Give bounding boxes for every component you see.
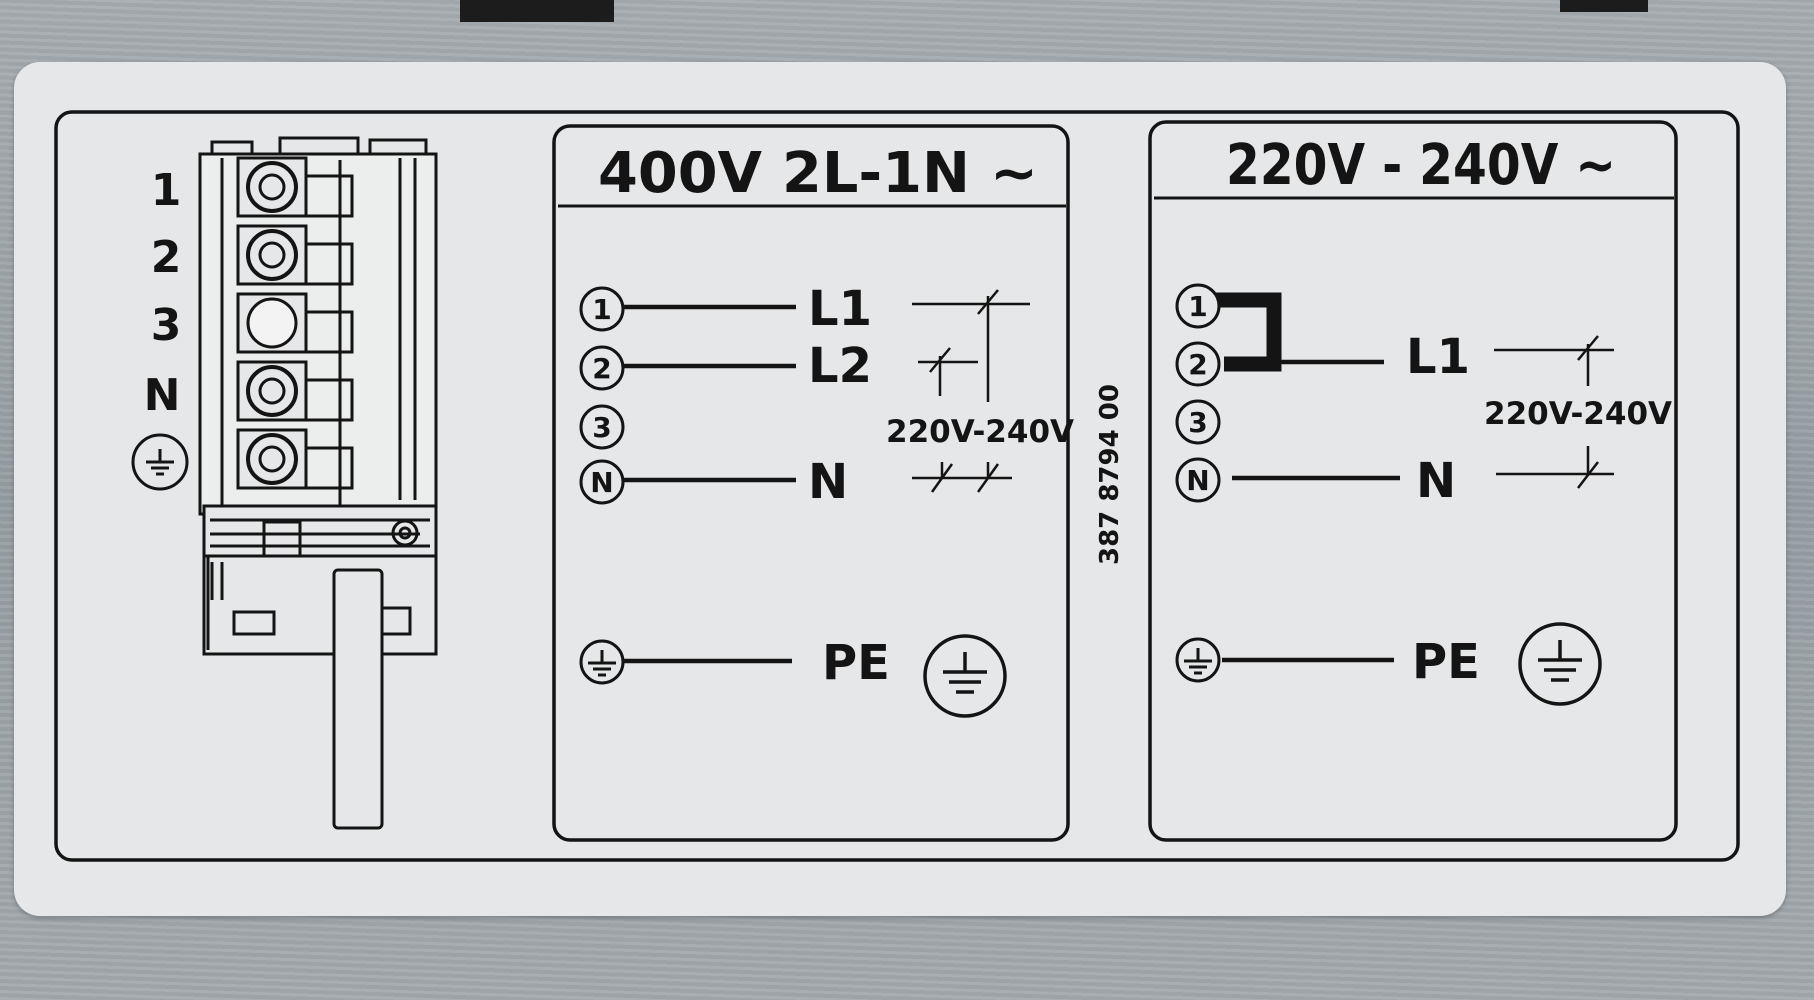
terminal-circle-3: 3 [579,404,625,450]
wire-label-pe: PE [822,635,890,691]
empty-terminal [236,292,354,354]
svg-text:1: 1 [592,293,611,326]
ground-icon [131,433,189,491]
wire-label-l1: L1 [1406,329,1470,385]
screw-terminal-icon [236,156,354,218]
top-tab-right [1560,0,1648,12]
svg-text:3: 3 [592,411,611,444]
wire-label-pe: PE [1412,634,1480,690]
ground-icon [923,634,1007,718]
svg-text:2: 2 [1188,348,1207,381]
panel-230v: 220V - 240V ~ 1 2 3 N L1 N PE [1148,120,1678,842]
screw-terminal-icon [236,428,354,490]
voltage-label: 220V-240V [886,414,1074,450]
outer-frame [54,110,1740,862]
terminal-circle-1: 1 [1175,283,1221,329]
terminal-circle-2: 2 [1175,341,1221,387]
bridge-jumper [1200,292,1282,372]
wire-label-l1: L1 [808,281,872,337]
terminal-label-3: 3 [151,300,182,351]
wire-label-n: N [1416,453,1456,509]
part-number: 387 8794 00 [1095,384,1125,565]
svg-text:1: 1 [1188,290,1207,323]
terminal-label-1: 1 [151,165,182,216]
voltage-dimension-lines [912,289,1030,493]
panel-400v: 400V 2L-1N ~ 1 2 3 N L1 L2 N [552,124,1074,842]
svg-text:N: N [590,466,613,499]
ground-icon [1518,622,1602,706]
wire-label-n: N [808,454,848,510]
ground-icon [579,639,625,685]
terminal-circle-1: 1 [579,286,625,332]
panel-400v-header: 400V 2L-1N ~ [598,141,1038,206]
terminal-label-n: N [144,370,181,421]
voltage-dimension-lines [1494,335,1614,489]
screw-terminal-icon [236,224,354,286]
screw-terminal-icon [236,360,354,422]
panel-230v-header: 220V - 240V ~ [1226,133,1616,198]
ground-icon [1175,637,1221,683]
terminal-label-2: 2 [151,232,182,283]
wire-label-l2: L2 [808,338,872,394]
terminal-block: 1 2 3 N [131,136,438,830]
svg-text:N: N [1186,464,1209,497]
voltage-label: 220V-240V [1484,396,1672,432]
svg-text:3: 3 [1188,406,1207,439]
terminal-circle-3: 3 [1175,399,1221,445]
terminal-circle-n: N [579,459,625,505]
terminal-circle-n: N [1175,457,1221,503]
svg-text:2: 2 [592,352,611,385]
terminal-housing [198,136,438,830]
terminal-circle-2: 2 [579,345,625,391]
top-tab-left [460,0,614,22]
